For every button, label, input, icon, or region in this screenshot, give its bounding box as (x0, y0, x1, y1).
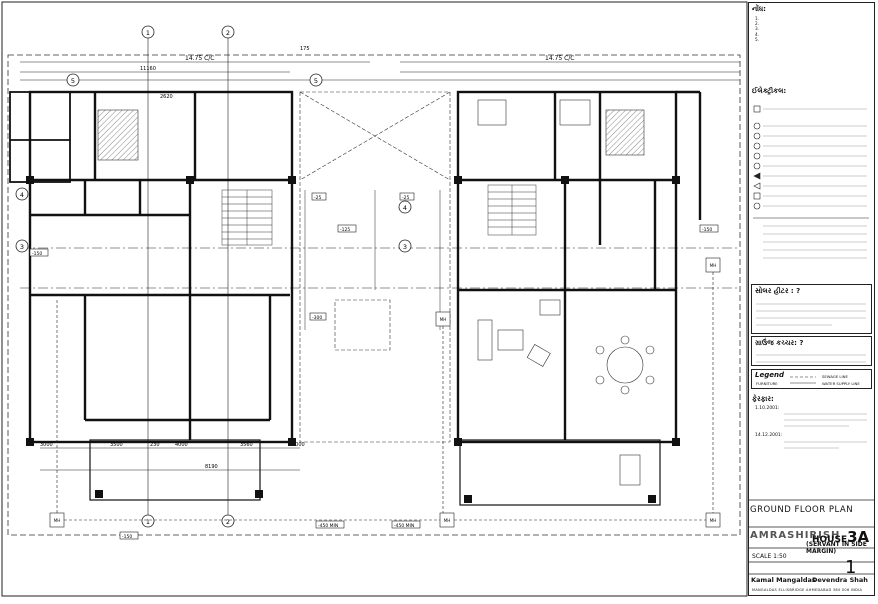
svg-text:-450 MIN: -450 MIN (318, 523, 338, 529)
grid-labels: 1 2 1 2 5 5 4 3 4 3 (20, 29, 407, 526)
svg-text:3: 3 (403, 243, 407, 251)
svg-text:2: 2 (226, 29, 230, 37)
svg-text:-150: -150 (32, 251, 42, 257)
svg-text:4: 4 (20, 191, 24, 199)
geyser-heading: ગ્રાઉંજ કચ્ચર: ? (755, 339, 804, 347)
toilet-hatch-right (605, 109, 645, 156)
drawing-title: GROUND FLOOR PLAN (750, 505, 854, 515)
note-3: 3. (755, 26, 759, 32)
legend-sewage: SEWAGE LINE (822, 374, 848, 379)
right-furniture (477, 99, 655, 486)
title-block-lines (748, 499, 875, 575)
svg-text:-25: -25 (402, 195, 409, 201)
svg-text:MH: MH (440, 317, 446, 322)
solar-heading: સોલર હીટર : ? (755, 287, 801, 295)
notes-sidebar: નોંધ: 1. 2. 3. 4. 5. ઈલેક્ટ્રીકલ: (748, 2, 875, 596)
note-4: 4. (755, 31, 759, 37)
solar-box: સોલર હીટર : ? (751, 284, 872, 334)
svg-text:-150: -150 (702, 227, 712, 233)
dim-top-left: 14.75 C/C (185, 55, 214, 62)
electrical-symbols (753, 105, 869, 259)
legend-box: Legend FURNITURE SEWAGE LINE WATER SUPPL… (751, 369, 872, 389)
plot-boundary (7, 54, 741, 536)
dim-175: 175 (300, 46, 310, 52)
svg-text:1: 1 (146, 518, 150, 526)
svg-text:-125: -125 (340, 227, 350, 233)
right-staircase (487, 184, 537, 236)
revision-1: 1.10.2001: (755, 406, 780, 411)
dim-3560: 3560 (240, 442, 253, 448)
right-verandah (459, 439, 661, 506)
dim-3000a: 3000 (40, 442, 53, 448)
svg-text:MH: MH (710, 263, 716, 268)
svg-text:-25: -25 (314, 195, 321, 201)
note-5: 5. (755, 36, 759, 42)
toilet-hatch-left (97, 109, 139, 161)
electrical-heading: ઈલેક્ટ્રીકલ: (752, 87, 787, 95)
left-house-walls (28, 90, 294, 444)
bottom-dimensions (40, 447, 300, 471)
svg-text:MH: MH (54, 518, 60, 523)
legend-water: WATER SUPPLY LINE (822, 381, 860, 386)
manhole-labels: MH MH MH MH MH (54, 263, 716, 523)
drain-lines (56, 272, 714, 521)
dim-2620: 2620 (160, 94, 173, 100)
top-dimensions (20, 61, 740, 81)
level-labels: -150 -150 -150 -300 -450 MIN -450 MIN -1… (32, 195, 712, 540)
firm-address: MANGALDAS ELLISBRIDGE AHMEDABAD 380 006 … (752, 588, 863, 592)
note-2: 2. (755, 21, 759, 27)
project-name: AMRASHIRISH (750, 530, 841, 541)
grid-lines (20, 38, 740, 515)
revisions-section: ફેરફાર: 1.10.2001: 14.12.2001: (749, 393, 874, 493)
right-house-walls (456, 90, 702, 444)
svg-text:5: 5 (314, 77, 318, 85)
notes-section: નોંધ: 1. 2. 3. 4. 5. (749, 3, 874, 83)
legend-heading: Legend (755, 371, 784, 379)
manholes (49, 257, 721, 528)
legend-furniture: FURNITURE (756, 381, 778, 386)
sheet-border (1, 1, 748, 597)
electrical-section: ઈલેક્ટ્રીકલ: (749, 85, 874, 285)
dim-top-right: 14.75 C/C (545, 55, 574, 62)
center-channels (304, 190, 441, 330)
architect-name-1: Kamal Mangaldas (751, 576, 816, 584)
note-1: 1. (755, 16, 759, 21)
dim-8190: 8190 (205, 464, 218, 470)
revision-2: 14.12.2001: (755, 433, 783, 439)
svg-text:4: 4 (403, 204, 407, 212)
columns (26, 176, 680, 446)
notes-heading: નોંધ: (752, 5, 766, 13)
house-number: HOUSE3A (812, 528, 870, 546)
servant-block (9, 91, 71, 183)
svg-text:-450 MIN: -450 MIN (394, 523, 414, 529)
dim-3000b: 3000 (292, 442, 305, 448)
svg-text:2: 2 (226, 518, 230, 526)
dim-230: 230 (150, 442, 160, 448)
geyser-box: ગ્રાઉંજ કચ્ચર: ? (751, 336, 872, 366)
dim-3500: 3500 (110, 442, 123, 448)
grid-bubbles (15, 25, 412, 528)
svg-text:MH: MH (710, 518, 716, 523)
center-passage (299, 91, 451, 443)
revisions-heading: ફેરફાર: (752, 395, 774, 403)
svg-text:5: 5 (71, 77, 75, 85)
level-boxes (29, 192, 719, 540)
left-staircase (221, 189, 273, 246)
svg-text:-300: -300 (312, 315, 322, 321)
svg-text:-150: -150 (122, 534, 132, 540)
svg-text:3: 3 (20, 243, 24, 251)
drawing-scale: SCALE 1:50 (752, 553, 787, 560)
dim-4000: 4000 (175, 442, 188, 448)
svg-text:MH: MH (444, 518, 450, 523)
drawing-subtitle: (SERVANT IN SIDE MARGIN) (806, 541, 867, 555)
svg-text:1: 1 (146, 29, 150, 37)
architect-name-2: Devendra Shah (812, 576, 868, 584)
drawing-number: 1 (845, 557, 857, 578)
